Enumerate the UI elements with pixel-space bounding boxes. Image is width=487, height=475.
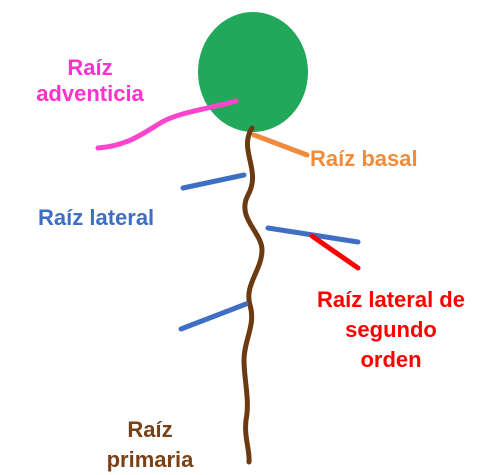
basal-root-label-line-1: Raíz basal (310, 146, 470, 172)
adventitious-root-label-line-2: adventicia (20, 81, 160, 107)
adventitious-root-label-line-1: Raíz (20, 55, 160, 81)
adventitious-root-line (98, 101, 236, 148)
lateral-root-label: Raíz lateral (38, 205, 198, 231)
second-order-root-label-line-1: Raíz lateral de (296, 285, 486, 315)
adventitious-root-label: Raíz adventicia (20, 55, 160, 107)
second-order-root-label-line-3: orden (296, 345, 486, 375)
primary-root-label-line-2: primaria (70, 445, 230, 475)
second-order-lateral-root-label: Raíz lateral de segundo orden (296, 285, 486, 375)
lateral-root-upper-line (183, 175, 244, 188)
basal-root-label: Raíz basal (310, 146, 470, 172)
second-order-root-label-line-2: segundo (296, 315, 486, 345)
primary-root-label-line-1: Raíz (70, 415, 230, 445)
lateral-root-label-line-1: Raíz lateral (38, 205, 198, 231)
primary-root-label: Raíz primaria (70, 415, 230, 475)
primary-root-line (244, 128, 262, 462)
basal-root-line (254, 135, 307, 155)
lateral-root-lower-line (181, 304, 246, 329)
seed-circle (198, 12, 308, 132)
